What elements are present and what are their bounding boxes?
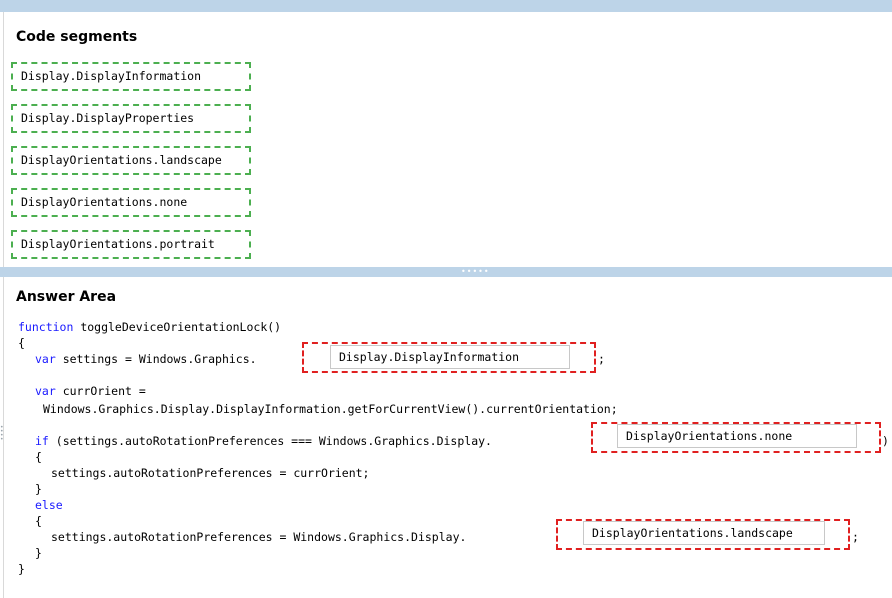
code-line-currorient: var currOrient = (35, 384, 146, 398)
function-signature: toggleDeviceOrientationLock() (73, 320, 282, 334)
keyword-if: if (35, 434, 49, 448)
segment-displayorientations-portrait[interactable]: DisplayOrientations.portrait (11, 230, 251, 259)
answer-slot-2[interactable]: DisplayOrientations.none (617, 424, 857, 448)
keyword-var: var (35, 352, 56, 366)
keyword-else: else (35, 498, 63, 512)
else-suffix: ; (852, 530, 859, 544)
code-line-if-body: settings.autoRotationPreferences = currO… (51, 466, 370, 480)
settings-prefix: settings = Windows.Graphics. (55, 352, 257, 366)
code-line-if-brace-open: { (35, 450, 42, 464)
code-line-function: function toggleDeviceOrientationLock() (18, 320, 281, 334)
answer-slot-3[interactable]: DisplayOrientations.landscape (583, 521, 825, 545)
answer-area-heading: Answer Area (16, 289, 117, 305)
segment-display-displayinformation[interactable]: Display.DisplayInformation (11, 62, 251, 91)
code-line-currorient-value: Windows.Graphics.Display.DisplayInformat… (43, 402, 618, 416)
splitter-grip-icon: ••••• (461, 267, 490, 276)
if-suffix: ) (882, 434, 889, 448)
settings-suffix: ; (598, 352, 605, 366)
drop-target-3[interactable] (556, 519, 850, 550)
segment-display-displayproperties[interactable]: Display.DisplayProperties (11, 104, 251, 133)
currorient-decl: currOrient = (55, 384, 146, 398)
keyword-var-2: var (35, 384, 56, 398)
top-divider-bar (0, 0, 892, 12)
keyword-function: function (18, 320, 74, 334)
drop-target-2[interactable] (591, 422, 881, 453)
side-resize-grip-icon[interactable]: •••• (0, 424, 4, 443)
code-line-else: else (35, 498, 63, 512)
code-line-else-body: settings.autoRotationPreferences = Windo… (51, 530, 467, 544)
code-line-if-brace-close: } (35, 482, 42, 496)
segment-displayorientations-none[interactable]: DisplayOrientations.none (11, 188, 251, 217)
left-border (3, 12, 4, 598)
answer-slot-1[interactable]: Display.DisplayInformation (330, 345, 570, 369)
drop-target-1[interactable] (302, 342, 596, 373)
code-segments-heading: Code segments (16, 29, 138, 45)
code-line-if: if (settings.autoRotationPreferences ===… (35, 434, 492, 448)
pane-splitter[interactable]: ••••• (0, 267, 892, 277)
segment-displayorientations-landscape[interactable]: DisplayOrientations.landscape (11, 146, 251, 175)
code-line-settings: var settings = Windows.Graphics. (35, 352, 257, 366)
if-condition: (settings.autoRotationPreferences === Wi… (48, 434, 492, 448)
code-line-brace-open: { (18, 336, 25, 350)
code-line-brace-close: } (18, 562, 25, 576)
code-line-else-brace-open: { (35, 514, 42, 528)
code-line-else-brace-close: } (35, 546, 42, 560)
